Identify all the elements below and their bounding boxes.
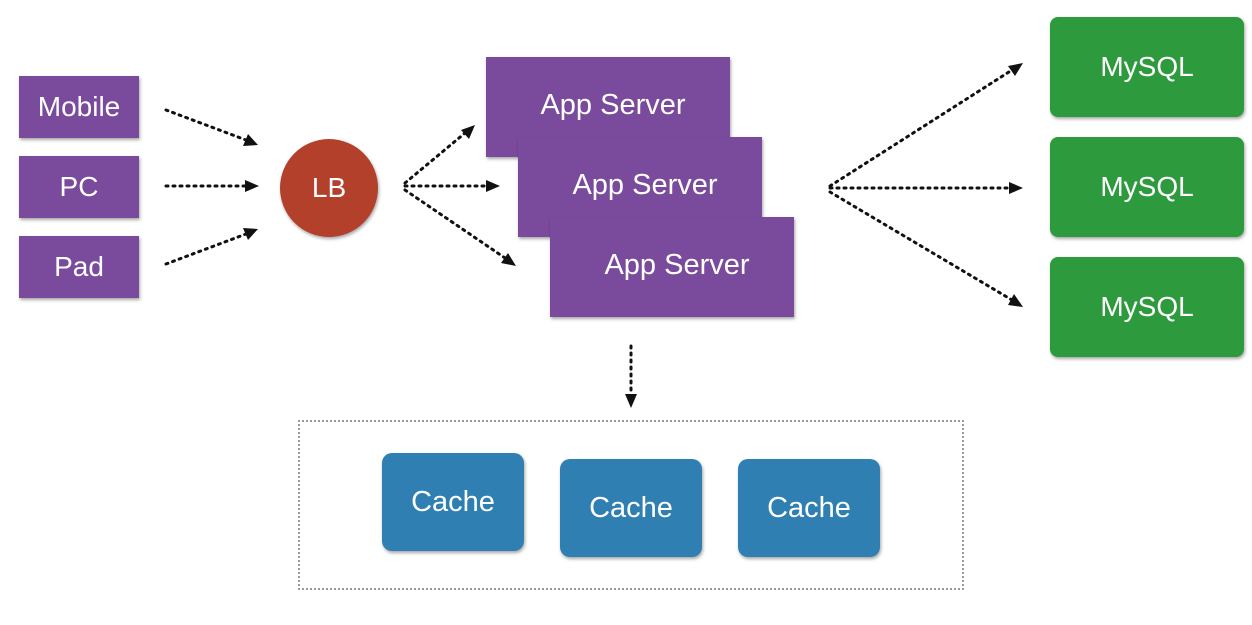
- cache-node-3: Cache: [738, 459, 880, 557]
- arrow-lb-to-app-server-1: [403, 125, 475, 185]
- arrow-mobile-to-lb: [164, 108, 258, 146]
- mysql-db-3: MySQL: [1050, 257, 1244, 357]
- client-label: Pad: [54, 251, 104, 282]
- arrow-pad-to-lb: [164, 228, 258, 266]
- mysql-label: MySQL: [1100, 51, 1194, 82]
- app-server-label: App Server: [572, 169, 718, 201]
- client-label: PC: [59, 171, 99, 202]
- cache-node-2: Cache: [560, 459, 702, 557]
- load-balancer-label: LB: [311, 172, 347, 203]
- cache-label: Cache: [411, 485, 495, 518]
- app-server-3: App Server: [550, 217, 794, 317]
- arrow-lb-to-app-server-3: [403, 188, 516, 266]
- client-label: Mobile: [37, 91, 121, 122]
- client-pad: Pad: [19, 236, 139, 298]
- client-mobile: Mobile: [19, 76, 139, 138]
- arrow-app-to-mysql-2: [828, 182, 1023, 194]
- arrow-app-to-mysql-1: [828, 63, 1023, 188]
- arrow-lb-to-app-server-2: [403, 180, 500, 192]
- mysql-db-1: MySQL: [1050, 17, 1244, 117]
- app-server-label: App Server: [604, 249, 750, 281]
- mysql-db-2: MySQL: [1050, 137, 1244, 237]
- cache-label: Cache: [767, 491, 851, 524]
- load-balancer: LB: [280, 139, 378, 237]
- arrow-pc-to-lb: [164, 180, 259, 192]
- cache-cluster-group: [298, 420, 964, 590]
- app-server-label: App Server: [540, 89, 686, 121]
- arrow-app-to-mysql-3: [828, 190, 1023, 307]
- mysql-label: MySQL: [1100, 291, 1194, 322]
- arrow-app-to-cache: [625, 344, 637, 408]
- cache-node-1: Cache: [382, 453, 524, 551]
- client-pc: PC: [19, 156, 139, 218]
- cache-label: Cache: [589, 491, 673, 524]
- mysql-label: MySQL: [1100, 171, 1194, 202]
